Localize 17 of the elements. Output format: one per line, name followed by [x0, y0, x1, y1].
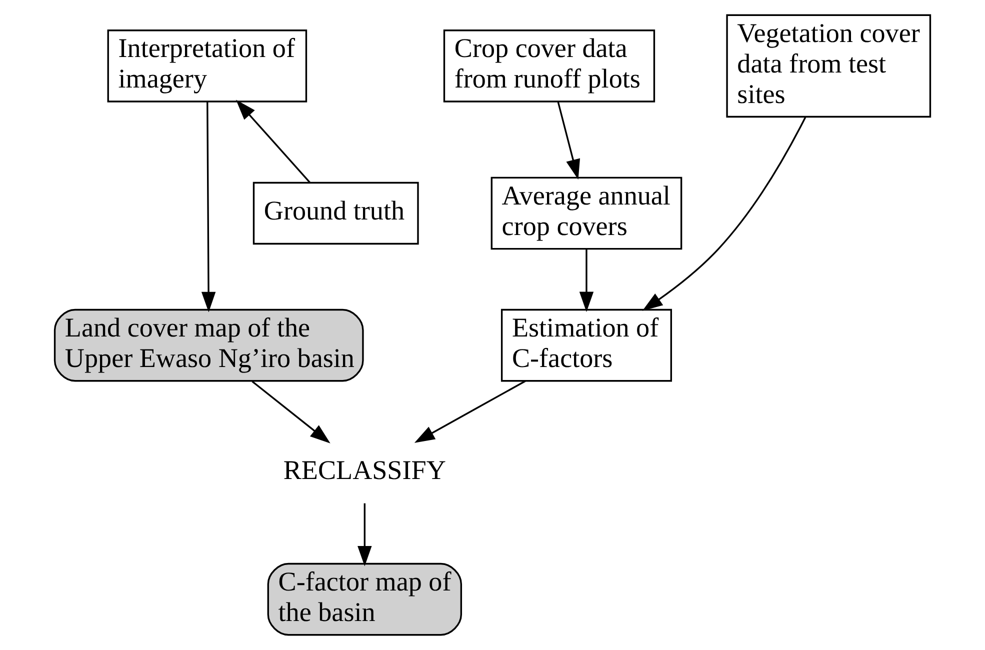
arrow — [358, 503, 372, 566]
node-box: C-factor map of the basin — [267, 562, 462, 636]
node-box: Interpretation of imagery — [107, 30, 308, 102]
node-box: Average annual crop covers — [490, 176, 682, 250]
node-box: Vegetation cover data from test sites — [726, 14, 932, 118]
node-text: RECLASSIFY — [283, 454, 446, 485]
arrow — [642, 117, 806, 311]
node-box: Ground truth — [252, 182, 419, 245]
node-box: Crop cover data from runoff plots — [443, 30, 656, 102]
arrow — [201, 102, 216, 312]
arrow — [557, 102, 580, 180]
arrow — [252, 380, 330, 444]
node-box: Estimation of C-factors — [500, 308, 672, 382]
arrow — [579, 249, 594, 312]
arrow — [236, 100, 311, 184]
arrow — [414, 380, 526, 443]
node-box: Land cover map of the Upper Ewaso Ng’iro basin — [54, 308, 364, 382]
